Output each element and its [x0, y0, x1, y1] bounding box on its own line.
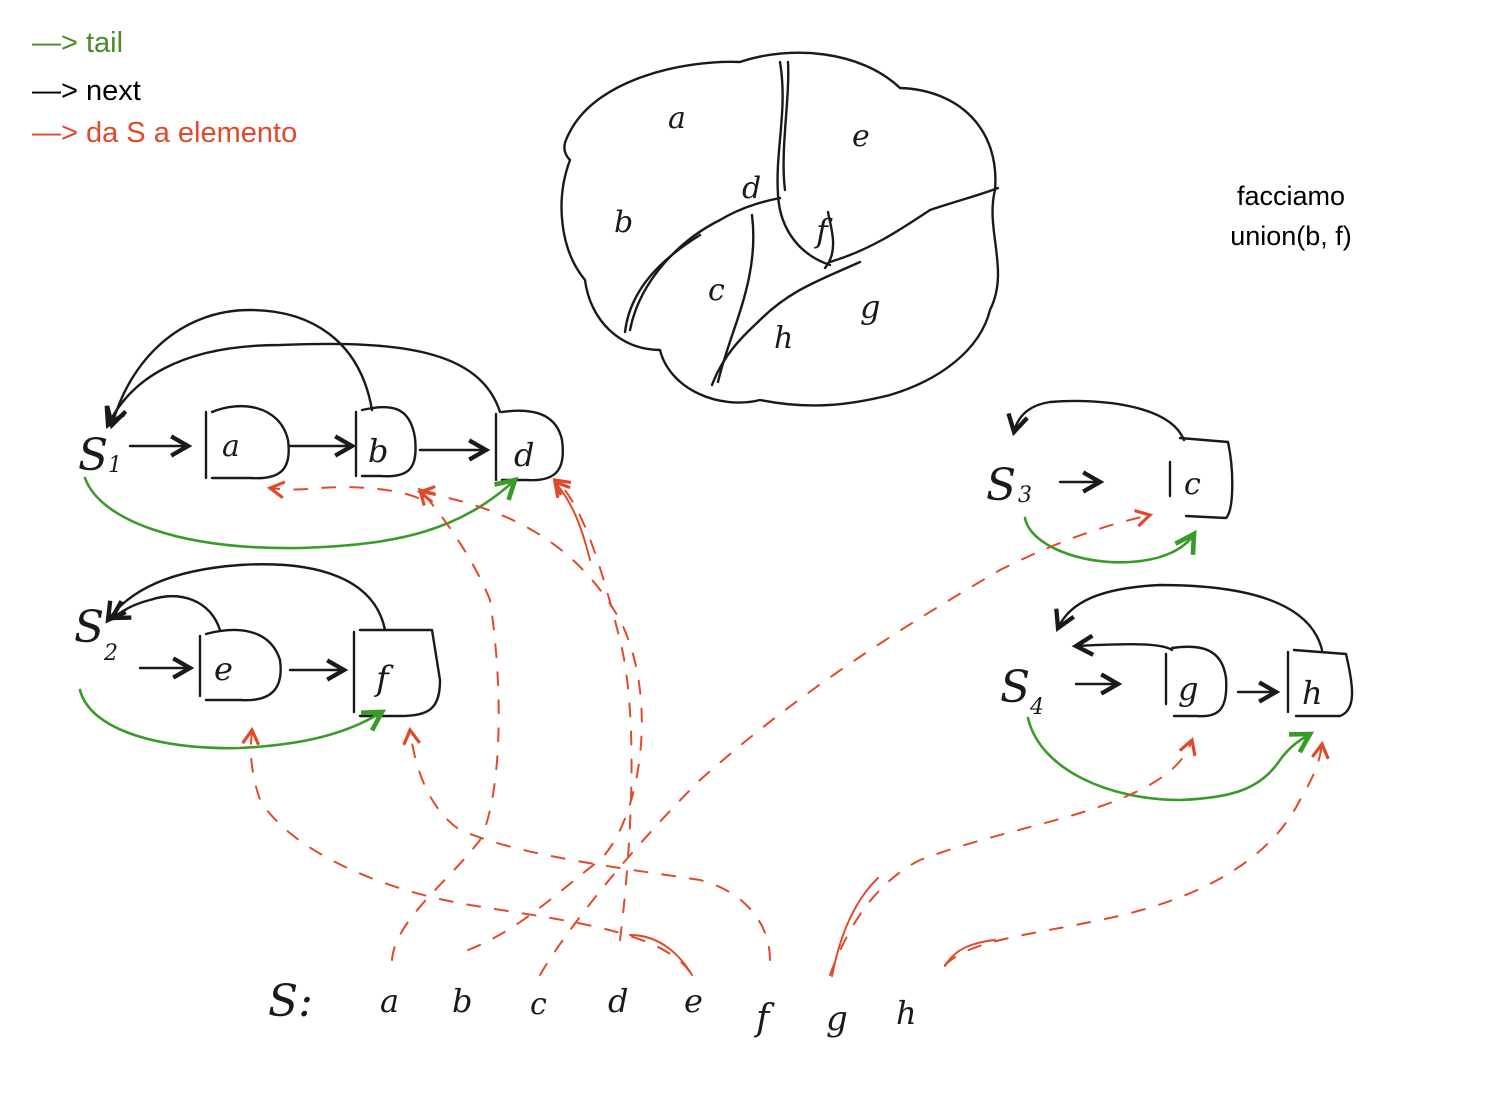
legend-next: —> next	[32, 74, 141, 108]
s4-node-g-box	[1164, 645, 1228, 718]
s4-tail-arrow	[1026, 716, 1315, 802]
s1-node-b-label: b	[368, 432, 388, 470]
union-note-line1: facciamo	[1236, 181, 1346, 211]
s4-node-h-label: h	[1302, 674, 1323, 712]
s2-node-f-box	[352, 628, 442, 718]
s4-back-arrow-1	[1054, 583, 1324, 652]
s2-back-arrow-2	[108, 595, 222, 632]
s2-node-e-label: e	[214, 650, 233, 688]
legend-tail: —> tail	[32, 26, 123, 60]
s1-tail-arrow	[83, 476, 519, 550]
set-s2: S 2 e f	[74, 563, 442, 750]
bottom-element-b: b	[452, 982, 472, 1020]
bottom-row: S: a b c d e f g h	[268, 976, 917, 1039]
region-label-a: a	[668, 101, 686, 136]
s1-node-a-label: a	[222, 429, 240, 464]
bottom-element-g: g	[826, 999, 848, 1039]
set-s3: S 3 c	[986, 399, 1234, 564]
s4-node-h-box	[1286, 648, 1354, 718]
s1-back-arrow-2	[104, 342, 502, 429]
pointer-c	[539, 509, 1154, 976]
bottom-element-c: c	[530, 987, 547, 1022]
bottom-element-d: d	[608, 982, 628, 1020]
set-to-element-pointers	[241, 477, 1330, 977]
s3-node-c-label: c	[1184, 467, 1201, 502]
pointer-e-near	[629, 934, 693, 976]
set-s4-subscript: 4	[1029, 695, 1044, 720]
set-s4: S 4 g h	[1000, 583, 1354, 802]
legend-set-to-element: —> da S a elemento	[32, 116, 297, 150]
pointer-h-start	[944, 939, 996, 967]
bottom-element-e: e	[684, 982, 703, 1020]
pointer-s1-head	[266, 480, 419, 500]
map-divider-1	[776, 60, 832, 267]
region-label-h: h	[774, 321, 793, 356]
s3-back-arrow	[1006, 399, 1186, 442]
set-s2-label: S	[74, 602, 104, 653]
bottom-element-a: a	[380, 982, 399, 1020]
pointer-d	[552, 477, 633, 941]
s1-node-d-label: d	[514, 436, 534, 474]
region-label-g: g	[860, 288, 880, 326]
map-divider-2	[782, 60, 790, 192]
bottom-element-f: f	[753, 998, 775, 1039]
region-label-e: e	[852, 119, 870, 154]
bottom-row-label: S:	[268, 976, 313, 1027]
s4-back-arrow-2	[1071, 633, 1174, 657]
pointer-d-tip	[552, 479, 591, 561]
map-divider-3	[628, 196, 782, 332]
s4-node-g-label: g	[1178, 670, 1198, 708]
region-label-c: c	[708, 273, 725, 308]
pointer-a	[391, 487, 500, 961]
s1-node-a-box	[204, 405, 290, 480]
set-s4-label: S	[1000, 662, 1030, 713]
pointer-g	[829, 736, 1197, 976]
set-s1-subscript: 1	[108, 453, 122, 478]
pointer-f	[402, 726, 771, 961]
s2-tail-arrow	[78, 688, 387, 750]
set-s3-subscript: 3	[1018, 483, 1032, 508]
map-divider-6	[710, 260, 862, 387]
legend-tail-text: —> tail	[32, 27, 124, 59]
pointer-b	[416, 485, 643, 951]
region-label-d: d	[742, 171, 761, 206]
region-label-b: b	[614, 205, 633, 240]
bottom-element-h: h	[896, 994, 917, 1032]
set-s1: S 1 a b d	[78, 308, 565, 550]
set-s1-label: S	[78, 430, 108, 481]
s3-node-c-box	[1168, 436, 1234, 520]
s3-tail-arrow	[1023, 516, 1197, 564]
set-s2-subscript: 2	[103, 641, 118, 666]
pointer-h	[944, 740, 1330, 966]
s2-back-arrow-1	[105, 563, 387, 632]
s1-node-d-box	[494, 409, 565, 482]
pointer-g-start	[831, 877, 879, 977]
union-note-line2: union(b, f)	[1230, 221, 1352, 251]
region-map: a b c d e f g h	[560, 51, 1000, 407]
legend-next-text: —> next	[32, 75, 141, 107]
s2-node-e-box	[198, 628, 282, 702]
s1-back-arrow-1	[105, 308, 374, 430]
map-outline	[560, 51, 1000, 407]
legend-set-to-element-text: —> da S a elemento	[32, 117, 298, 149]
s1-node-b-box	[354, 405, 417, 478]
set-s3-label: S	[986, 460, 1016, 511]
s2-node-f-label: f	[373, 659, 394, 699]
union-note: facciamo union(b, f)	[1196, 176, 1386, 256]
map-divider-4	[623, 233, 702, 334]
map-divider-8	[823, 210, 835, 270]
map-divider-7	[828, 186, 1000, 264]
pointer-e	[241, 726, 691, 973]
